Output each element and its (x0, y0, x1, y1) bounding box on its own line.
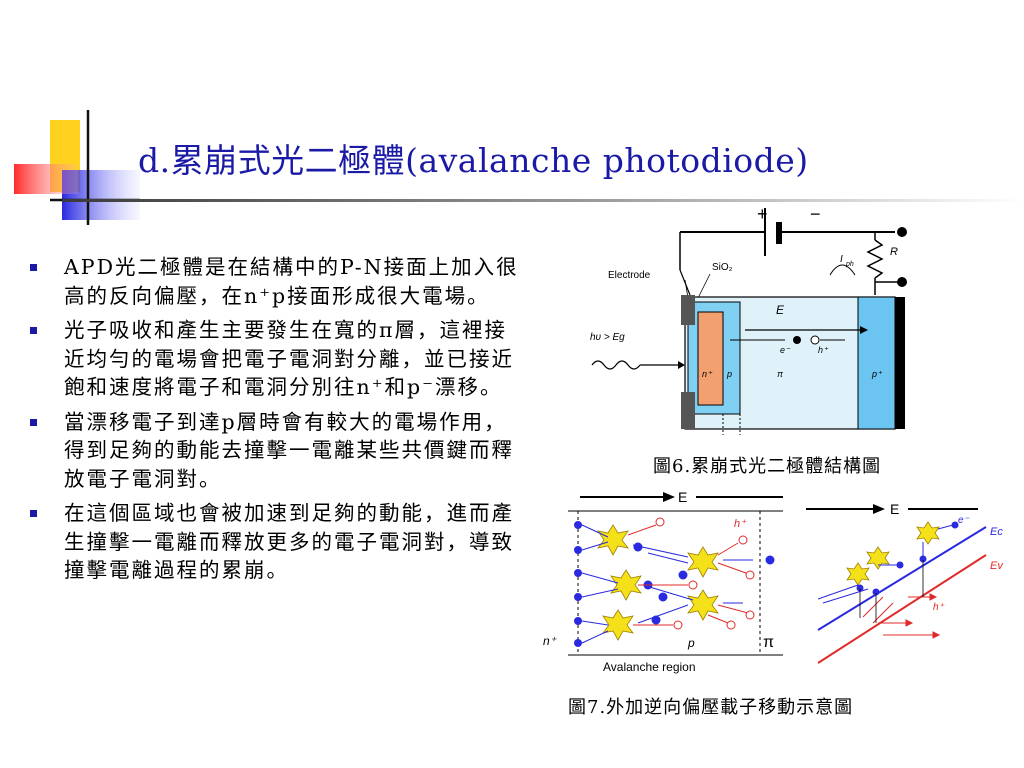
battery-plus-label: + (757, 204, 768, 224)
hole-label: h⁺ (818, 345, 829, 355)
figure6-caption: 圖6.累崩式光二極體結構圖 (653, 456, 882, 477)
battery-minus-label: − (810, 204, 821, 224)
current-label: I (840, 254, 843, 265)
current-arrow (829, 264, 856, 276)
sio2-label: SiO₂ (712, 262, 733, 273)
terminal-dot (897, 277, 907, 287)
terminal-dot (897, 227, 907, 237)
electron-paths (581, 524, 775, 644)
band-ionization-events (846, 521, 940, 586)
back-electrode (895, 297, 905, 429)
band-transition-lines (859, 560, 924, 623)
circuit-wire (679, 269, 691, 296)
battery-negative-plate (776, 222, 782, 244)
hole-label-left: h⁺ (734, 518, 747, 530)
p-plus-label: p⁺ (871, 369, 883, 379)
valence-band-line (817, 554, 987, 664)
ionization-events (597, 524, 719, 641)
leader-line (697, 273, 711, 299)
field-arrowhead (860, 326, 868, 334)
resistor-symbol (866, 239, 884, 279)
ev-label: Ev (990, 560, 1004, 572)
field-label: E (776, 303, 785, 317)
electron-label-right: e⁻ (958, 515, 970, 526)
photon-arrowhead (678, 361, 685, 369)
pi-label: π (777, 369, 784, 379)
avalanche-region-label: Avalanche region (603, 660, 696, 674)
bullet-list: APD光二極體是在結構中的P-N接面上加入很高的反向偏壓，在n⁺p接面形成很大電… (30, 253, 520, 591)
electrode-label: Electrode (608, 270, 651, 281)
carrier-motion-diagram: E h⁺ n⁺ p π Avalanche region (543, 489, 1004, 674)
field-arrowhead-left (663, 492, 675, 502)
field-label-left: E (678, 489, 687, 505)
bullet-marker (30, 264, 37, 271)
hole-paths (627, 517, 755, 630)
bullet-text: APD光二極體是在結構中的P-N接面上加入很高的反向偏壓，在n⁺p接面形成很大電… (64, 255, 519, 308)
field-arrowhead-right (873, 504, 885, 514)
photon-label: hυ > Eg (590, 332, 625, 343)
figure7-caption: 圖7.外加逆向偏壓載子移動示意圖 (568, 697, 854, 718)
bullet-item: 在這個區域也會被加速到足夠的動能，進而產生撞擊一電離而釋放更多的電子電洞對，導致… (30, 499, 520, 585)
bullet-item: APD光二極體是在結構中的P-N接面上加入很高的反向偏壓，在n⁺p接面形成很大電… (30, 253, 520, 310)
electron-dot (793, 336, 801, 344)
top-electrode (681, 295, 695, 325)
current-subscript: ph (845, 261, 854, 268)
bullet-marker (30, 510, 37, 517)
title-divider (62, 199, 1024, 202)
band-hole-arrows (862, 593, 941, 639)
bullet-item: 當漂移電子到達p層時會有較大的電場作用，得到足夠的動能去撞擊一電離某些共價鍵而釋… (30, 408, 520, 494)
p-label: p (726, 369, 732, 379)
ec-label: Ec (990, 526, 1003, 538)
electron-column (574, 521, 582, 647)
bullet-marker (30, 327, 37, 334)
resistor-label: R (890, 246, 898, 258)
apd-structure-diagram: + − R I ph Electrode SiO₂ E e⁻ h⁺ n⁺ p π… (590, 204, 907, 435)
p-label-left: p (687, 636, 695, 650)
hole-dot (810, 335, 820, 345)
bullet-text: 在這個區域也會被加速到足夠的動能，進而產生撞擊一電離而釋放更多的電子電洞對，導致… (64, 501, 514, 582)
p-plus-region (857, 296, 896, 430)
slide-logo (14, 110, 140, 225)
n-plus-label-left: n⁺ (543, 634, 558, 648)
bullet-text: 光子吸收和產生主要發生在寬的π層，這裡接近均勻的電場會把電子電洞對分離，並已接近… (64, 318, 514, 399)
bottom-electrode (681, 392, 695, 429)
bullet-item: 光子吸收和產生主要發生在寬的π層，這裡接近均勻的電場會把電子電洞對分離，並已接近… (30, 316, 520, 402)
slide-title: d.累崩式光二極體(avalanche photodiode) (138, 141, 809, 180)
photon-wave (591, 360, 641, 370)
bullet-marker (30, 418, 37, 426)
n-plus-region (697, 311, 724, 406)
electron-label: e⁻ (780, 345, 791, 355)
field-label-right: E (890, 501, 899, 517)
n-plus-label: n⁺ (702, 369, 713, 379)
hole-label-right: h⁺ (933, 602, 945, 613)
bullet-text: 當漂移電子到達p層時會有較大的電場作用，得到足夠的動能去撞擊一電離某些共價鍵而釋… (64, 409, 514, 491)
pi-label-left: π (763, 634, 774, 651)
conduction-band-line (817, 526, 987, 631)
